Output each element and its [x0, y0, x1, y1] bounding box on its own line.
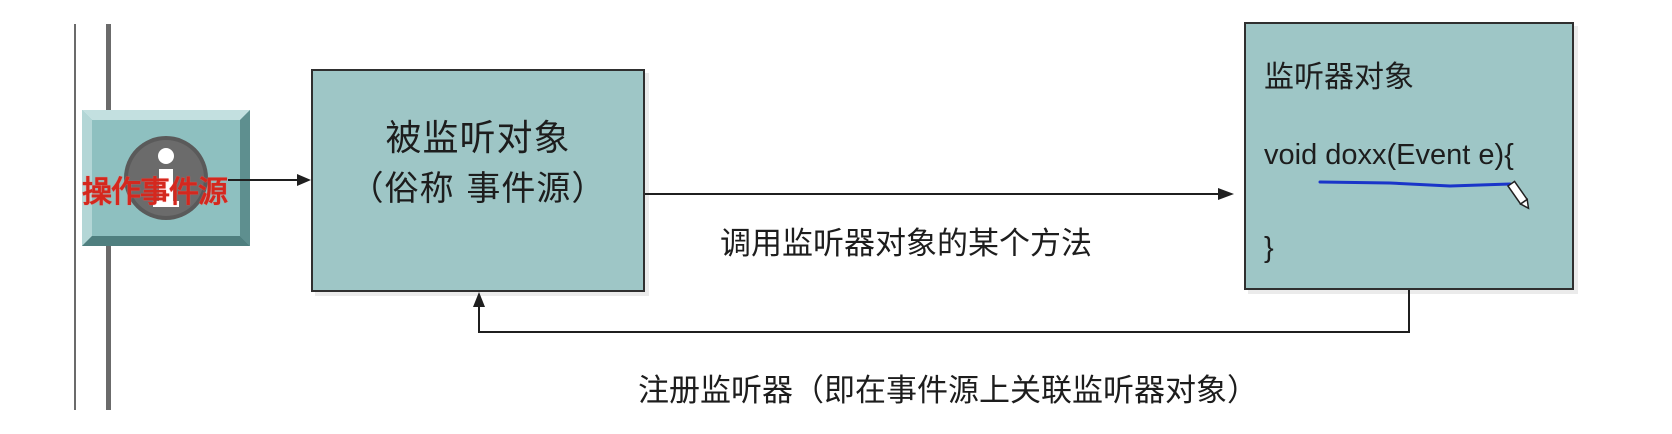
left-guide-line-thin	[74, 24, 76, 410]
listener-box: 监听器对象 void doxx(Event e){ }	[1244, 22, 1574, 290]
event-source-title: 被监听对象	[385, 118, 571, 159]
action-icon-tile	[82, 110, 250, 246]
register-listener-label: 注册监听器（即在事件源上关联监听器对象）	[638, 373, 1258, 409]
listener-method-close-brace: }	[1264, 232, 1274, 264]
register-arrow-line	[478, 290, 1410, 333]
call-method-label: 调用监听器对象的某个方法	[720, 226, 1092, 262]
register-arrowhead	[473, 292, 485, 307]
pen-cursor-icon	[1506, 180, 1530, 210]
action-arrowhead	[297, 174, 311, 186]
listener-title: 监听器对象	[1264, 60, 1414, 95]
call-arrowhead	[1218, 188, 1234, 200]
listener-method-signature: void doxx(Event e){	[1264, 139, 1514, 171]
annotation-underline	[1318, 180, 1512, 188]
event-source-box: 被监听对象 （俗称 事件源）	[311, 69, 645, 292]
event-source-subtitle: （俗称 事件源）	[349, 169, 607, 209]
info-icon	[82, 110, 250, 246]
action-source-label: 操作事件源	[82, 175, 228, 210]
